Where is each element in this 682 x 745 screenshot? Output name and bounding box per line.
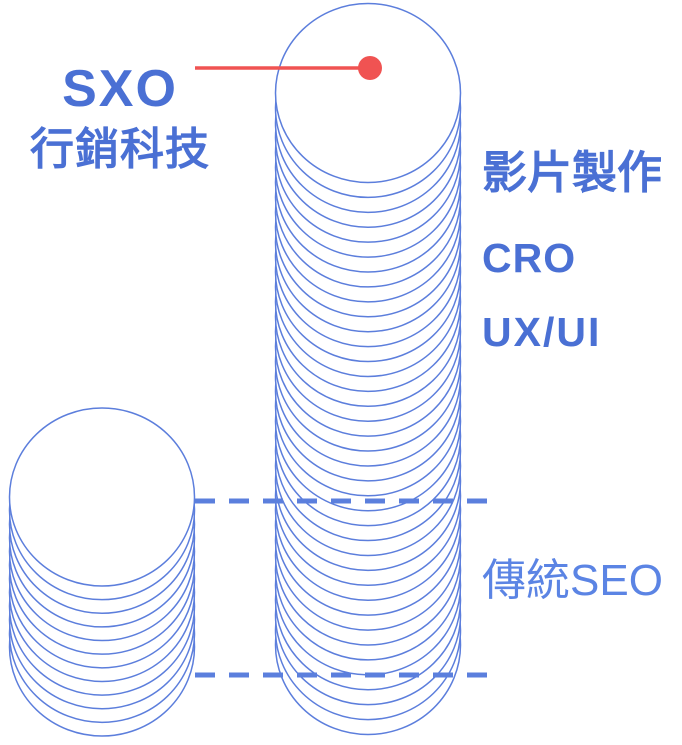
service-label-uxui: UX/UI: [482, 309, 602, 355]
sxo-label-group: SXO 行銷科技: [26, 60, 214, 174]
sxo-coin-stack: [274, 2, 462, 736]
pointer-dot-icon: [358, 56, 382, 80]
coin-ellipse: [8, 407, 196, 587]
service-label-cro: CRO: [482, 235, 577, 281]
traditional-seo-label: 傳統SEO: [482, 556, 663, 605]
traditional-seo-coin-stack: [8, 407, 196, 737]
sxo-title: SXO: [62, 60, 178, 118]
service-label-video-production: 影片製作: [482, 147, 663, 198]
sxo-subtitle: 行銷科技: [30, 125, 210, 174]
coin-ellipse: [274, 2, 462, 184]
